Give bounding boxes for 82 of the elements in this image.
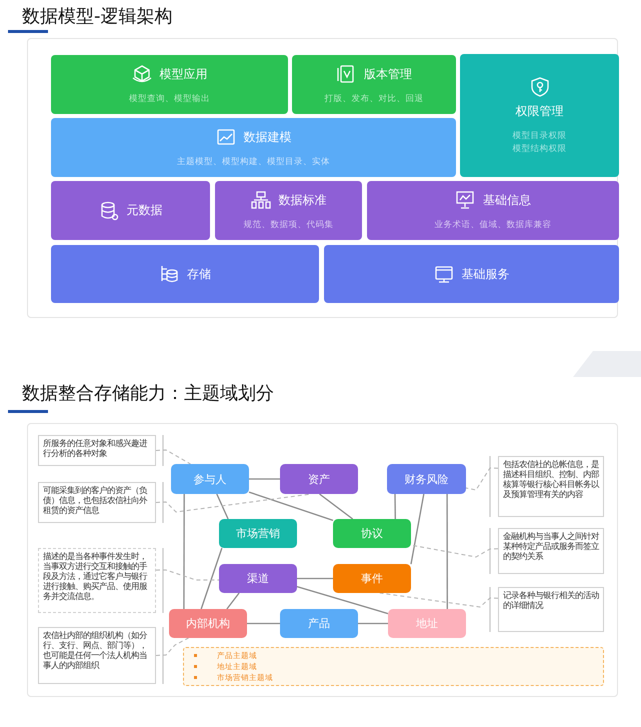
connector-line	[183, 494, 185, 609]
box-description: 打版、发布、对比、回退	[324, 93, 424, 105]
entity-box	[387, 464, 466, 494]
box-description: 模型结构权限	[512, 142, 566, 154]
leader-line	[156, 450, 191, 464]
note-box	[38, 435, 156, 466]
entity-box	[219, 564, 297, 593]
connector-line	[226, 592, 240, 610]
entity-label: 财务风险	[404, 472, 448, 486]
entity-box	[169, 609, 247, 638]
module-box	[460, 54, 619, 177]
entity-label: 渠道	[247, 571, 269, 586]
entity-box	[333, 519, 411, 548]
note-text: 金融机构与当事人之间针对某种特定产品或服务而签立的契约关系	[503, 531, 599, 561]
box-title: 数据建模	[244, 128, 292, 146]
connector-line	[297, 578, 333, 580]
entity-label: 资产	[308, 472, 330, 486]
module-box	[215, 181, 362, 240]
entity-label: 协议	[361, 526, 383, 541]
entity-box	[171, 464, 249, 494]
leader-line	[156, 638, 189, 656]
box-title: 元数据	[126, 202, 162, 219]
note-box	[38, 482, 156, 523]
module-box	[51, 118, 456, 177]
entity-label: 内部机构	[186, 616, 230, 631]
entity-box	[280, 609, 358, 638]
note-text: 记录各种与银行相关的活动的详细情况	[503, 590, 599, 610]
connector-line	[216, 494, 229, 520]
box-title: 存储	[187, 266, 211, 282]
connector-line	[319, 493, 354, 520]
box-description: 模型目录权限	[512, 130, 566, 142]
note-text: 农信社内部的组织机构（如分行、支行、网点、部门等），也可能是任何一个法人机构当事人的内部组织	[43, 630, 147, 670]
entity-label: 参与人	[194, 472, 226, 486]
note-text: 包括农信社的总帐信息，是描述科目组织、控制、内部核算等银行核心科目帐务以及预算管理有关的内容	[503, 459, 599, 499]
connector-line	[247, 622, 280, 624]
note-text: 描述的是当各种事件发生时，当事双方进行交互和接触的手段及方法，通过它客户与银行进行接触、购买产品、使用服务并交流信息。	[43, 551, 147, 601]
leader-line	[156, 570, 220, 580]
entity-box	[333, 564, 411, 593]
box-description: 规范、数据项、代码集	[244, 219, 334, 231]
box-title: 基础信息	[483, 192, 531, 208]
entity-label: 事件	[361, 571, 383, 586]
leader-line	[466, 468, 498, 491]
bullet-list-box	[183, 647, 604, 686]
box-title: 版本管理	[364, 66, 412, 82]
entity-box	[280, 464, 358, 494]
box-title: 基础服务	[462, 266, 510, 282]
connector-line	[296, 586, 388, 614]
leader-line	[410, 544, 498, 558]
connector-line	[446, 494, 448, 609]
leader-line	[379, 592, 498, 608]
connector-line	[248, 491, 334, 522]
note-text: 可能采集到的客户的资产（负债）信息，也包括农信社向外租赁的资产信息	[43, 485, 147, 515]
connector-line	[249, 478, 280, 480]
module-box	[51, 181, 210, 240]
module-box	[51, 55, 288, 114]
module-box	[292, 55, 456, 114]
note-text: 所服务的任意对象和感兴趣进行分析的各种对象	[43, 438, 147, 458]
box-title: 模型应用	[160, 66, 208, 82]
module-box	[324, 245, 619, 303]
module-box	[367, 181, 619, 240]
page-heading: 数据模型-逻辑架构	[22, 5, 172, 28]
note-box	[38, 627, 156, 684]
box-title: 权限管理	[516, 102, 564, 120]
note-box	[38, 548, 156, 613]
connector-line	[410, 494, 424, 564]
entity-label: 市场营销	[236, 526, 280, 541]
box-description: 主题模型、模型构建、模型目录、实体	[177, 156, 330, 168]
entity-label: 产品	[308, 616, 330, 631]
note-box	[498, 587, 604, 632]
box-title: 数据标准	[278, 192, 326, 208]
note-box	[498, 456, 604, 517]
entity-box	[219, 519, 297, 548]
note-box	[498, 528, 604, 574]
box-description: 模型查询、模型输出	[129, 93, 210, 105]
entity-label: 地址	[416, 616, 438, 631]
connector-line	[358, 622, 388, 624]
box-description: 业务术语、值域、数据库兼容	[434, 219, 552, 231]
module-box	[51, 245, 319, 303]
connector-line	[200, 548, 223, 610]
connector-line	[394, 494, 396, 519]
section-heading: 数据整合存储能力：主题域划分	[22, 382, 274, 405]
entity-box	[388, 609, 466, 638]
